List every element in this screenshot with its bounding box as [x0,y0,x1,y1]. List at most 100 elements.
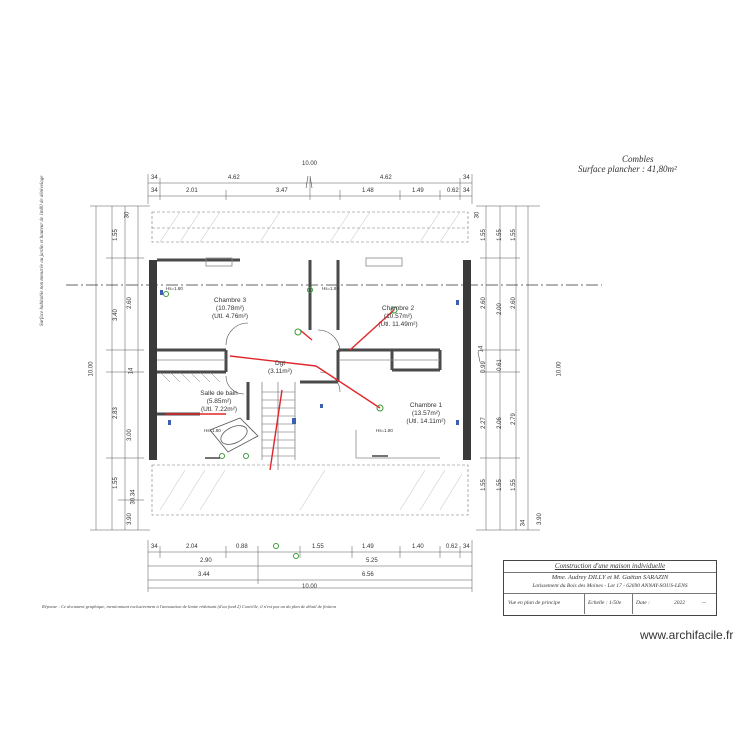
room-name: Salle de bain [200,390,238,397]
network-lines [166,309,395,471]
right-dim-2: 1.55 [480,229,487,241]
title-block-footer: Vue en plan de principe Echelle : 1/50e … [504,594,716,614]
right-dim-9: 0.99 [480,361,487,373]
left-dim-5: 14 [128,367,135,375]
right-wall [463,260,471,460]
title-block-row: Construction d'une maison individuelle [504,561,716,573]
level-name: Combles [622,154,654,164]
right-dim-13: 2.06 [496,417,503,429]
room-area: (3.11m²) [267,368,293,375]
room-area: (5.85m²) [206,398,232,405]
bottom-dim-f: 1.40 [412,544,424,550]
room-area: (10.78m²) [215,305,245,312]
top-dim2-e: 1.49 [412,188,424,194]
bottom-dim-h: 34 [463,544,470,550]
bottom-dim-e: 1.49 [362,544,374,550]
room-chambre-1: Chambre 1 (13.57m²) (Utl. 14.11m²) [394,402,458,426]
room-dgt: Dgt (3.11m²) [262,360,298,376]
bottom-dim2-a: 2.90 [200,558,212,564]
right-dim-3: 1.55 [496,229,503,241]
height-label: Hs=1.80 [166,286,183,291]
title-block-row: Mme. Audrey DILLY et M. Gaëtan SARAZIN L… [504,572,716,594]
top-dim-34-left: 34 [151,175,158,181]
bathtub [209,417,259,453]
left-dim-6: 2.83 [112,407,119,419]
height-label: Hs=1.80 [322,286,339,291]
floor-area: Surface plancher : 41,80m² [578,164,677,174]
right-dim-14: 1.55 [480,479,487,491]
room-name: Chambre 1 [409,402,443,409]
index-value: -- [702,600,706,606]
left-dim-total: 10.00 [88,361,95,377]
room-area: (10.57m²) [383,313,413,320]
right-dim-11: 2.27 [480,417,487,429]
left-dim-7: 3.00 [126,429,133,441]
top-dim2-f: 0.62 [447,188,459,194]
right-dim-total: 10.00 [556,361,563,377]
client-name: Mme. Audrey DILLY et M. Gaëtan SARAZIN [551,574,669,581]
view-label: Vue en plan de principe [508,600,561,606]
fixtures [205,455,388,459]
room-chambre-3: Chambre 3 (10.78m²) (Utl. 4.76m²) [200,297,260,321]
top-dimension-lines [147,174,473,204]
project-title: Construction d'une maison individuelle [554,562,666,570]
bottom-dimension-lines [147,540,473,592]
room-name: Dgt [274,360,286,367]
divider [632,594,633,614]
room-name: Chambre 2 [381,305,415,312]
left-dim-2: 30 [124,211,131,219]
roof-hatch [159,211,463,511]
top-dim2-d: 1.48 [362,188,374,194]
interior-walls [157,258,442,420]
bottom-dim-d: 1.55 [312,544,324,550]
top-dim-right-half: 4.62 [380,175,392,181]
left-dim-3: 3.40 [112,309,119,321]
right-dim-6: 2.60 [510,297,517,309]
project-address: Lotissement du Bois des Moines - Lot 17 … [532,583,688,589]
top-dim2-c: 3.47 [276,188,288,194]
top-dim2-a: 34 [151,188,158,194]
height-label: Hs=1.80 [204,428,221,433]
height-label: Hs=1.80 [376,428,393,433]
bottom-dim-b: 2.04 [186,544,198,550]
right-dim-16: 1.55 [510,479,517,491]
room-usable: (Utl. 7.22m²) [200,406,238,413]
left-dim-4: 2.60 [126,297,133,309]
bottom-dim3-b: 6.56 [362,572,374,578]
roof-outline [151,211,469,516]
top-dim-left-half: 4.62 [228,175,240,181]
date-label: Date : [636,600,650,606]
watermark-text: www.archifacile.fr [640,628,734,642]
bottom-dim-g: 0.62 [446,544,458,550]
top-dim-34-right: 34 [463,175,470,181]
left-dimension-lines [90,205,150,531]
top-dim2-g: 34 [463,188,470,194]
right-dim-17: 34 [520,519,527,527]
right-dim-15: 1.55 [496,479,503,491]
top-dim2-b: 2.01 [186,188,198,194]
room-usable: (Utl. 4.76m²) [211,313,249,320]
right-dim-18: 3.90 [536,513,543,525]
legend-note: Réponse : Ce document graphique, mention… [42,604,336,609]
left-hatch [159,371,221,383]
right-dim-10: 0.61 [496,359,503,371]
right-dimension-lines [476,205,540,531]
room-chambre-2: Chambre 2 (10.57m²) (Utl. 11.49m²) [366,305,430,329]
divider [584,594,585,614]
right-dim-12: 2.79 [510,413,517,425]
title-block: Construction d'une maison individuelle M… [503,560,717,616]
right-dim-7: 2.00 [496,303,503,315]
room-salle-de-bain: Salle de bain (5.85m²) (Utl. 7.22m²) [194,390,244,414]
room-usable: (Utl. 14.11m²) [406,418,446,425]
right-dim-5: 2.60 [480,297,487,309]
device-markers [160,287,459,559]
left-dim-1: 1.55 [112,229,119,241]
bottom-dim-total: 10.00 [302,584,318,590]
right-dim-1: 30 [474,211,481,219]
scale-label: Echelle : 1/50e [588,600,622,606]
bottom-dim3-a: 3.44 [198,572,210,578]
left-dim-8: 1.55 [112,477,119,489]
bottom-dim2-b: 5.25 [366,558,378,564]
left-dim-9: 3.90 [126,513,133,525]
